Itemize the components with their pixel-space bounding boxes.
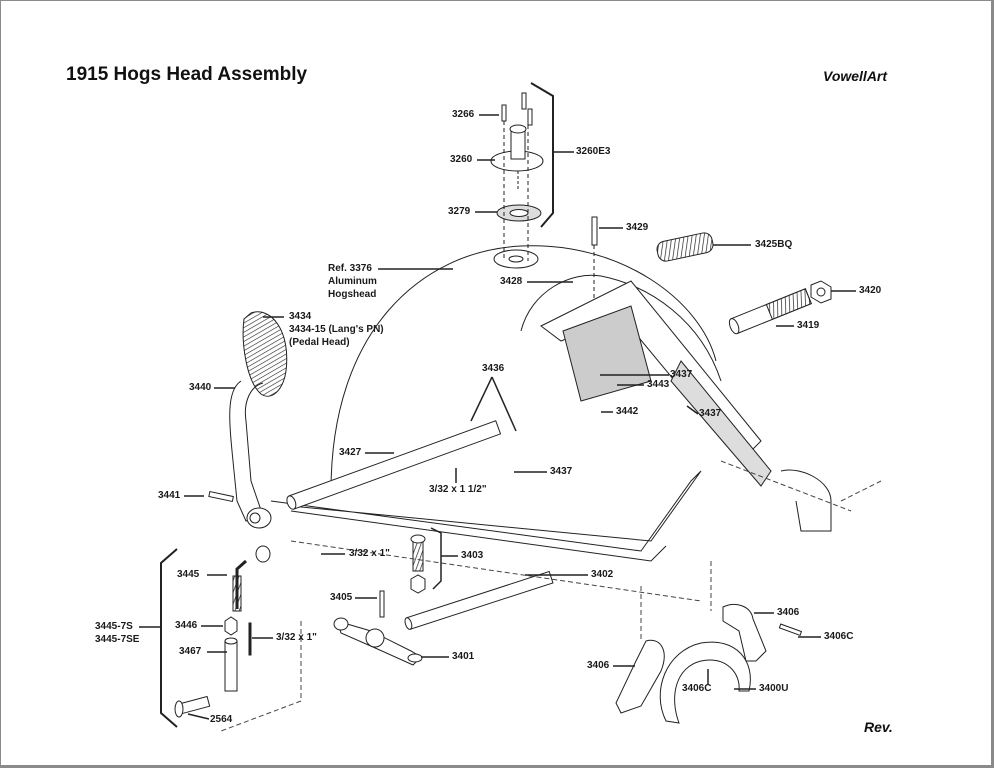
part-3446-nut bbox=[224, 616, 238, 636]
part-3405-pin bbox=[379, 590, 385, 618]
label-3441: 3441 bbox=[158, 490, 181, 501]
label-3446: 3446 bbox=[175, 620, 198, 631]
label-3429: 3429 bbox=[626, 222, 649, 233]
part-3403-bolt bbox=[412, 538, 424, 572]
part-3434-pedal-head bbox=[242, 311, 288, 397]
label-3445: 3445 bbox=[177, 569, 200, 580]
label-3400U: 3400U bbox=[759, 683, 789, 694]
label-3266: 3266 bbox=[452, 109, 475, 120]
label-3406-left: 3406 bbox=[587, 660, 610, 671]
label-3260: 3260 bbox=[450, 154, 473, 165]
part-3420-nut bbox=[810, 280, 832, 304]
part-3406C-pin bbox=[778, 623, 803, 637]
label-3406-right: 3406 bbox=[777, 607, 800, 618]
label-pedal-head: 3434 3434-15 (Lang's PN) (Pedal Head) bbox=[289, 310, 384, 349]
label-3420: 3420 bbox=[859, 285, 882, 296]
part-3402-shaft bbox=[404, 570, 554, 630]
label-3406C-right: 3406C bbox=[824, 631, 854, 642]
page-title: 1915 Hogs Head Assembly bbox=[66, 64, 308, 85]
label-3419: 3419 bbox=[797, 320, 820, 331]
label-hogshead-name: Hogshead bbox=[328, 289, 377, 300]
part-3429-pin bbox=[591, 216, 598, 246]
label-3434: 3434 bbox=[289, 311, 312, 322]
label-hogshead-material: Aluminum bbox=[328, 276, 377, 287]
label-3437-top: 3437 bbox=[670, 369, 693, 380]
label-3401: 3401 bbox=[452, 651, 475, 662]
label-3445-7SE: 3445-7SE bbox=[95, 634, 140, 645]
label-hogshead-ref: Ref. 3376 bbox=[328, 263, 372, 274]
label-3443: 3443 bbox=[647, 379, 670, 390]
label-3445-7S: 3445-7S bbox=[95, 621, 133, 632]
brand-label: VowellArt bbox=[823, 68, 888, 84]
label-pin-3-32x1-1-2: 3/32 x 1 1/2" bbox=[429, 484, 487, 495]
part-3467-clevis bbox=[224, 640, 238, 692]
hogshead-outline bbox=[330, 245, 717, 492]
label-3440: 3440 bbox=[189, 382, 212, 393]
label-3260E3: 3260E3 bbox=[576, 146, 611, 157]
part-3441-pin bbox=[208, 490, 234, 503]
housing-base bbox=[270, 470, 702, 552]
label-3437-right: 3437 bbox=[699, 408, 722, 419]
housing-yoke bbox=[780, 469, 832, 532]
label-3403: 3403 bbox=[461, 550, 484, 561]
label-3402: 3402 bbox=[591, 569, 614, 580]
label-3445-group: 3445-7S 3445-7SE bbox=[95, 620, 139, 646]
part-3440-pedal-arm bbox=[229, 380, 264, 522]
bracket-3260E3 bbox=[530, 82, 554, 228]
part-3266-screw bbox=[501, 104, 507, 122]
label-3427: 3427 bbox=[339, 447, 362, 458]
bracket-3445-group bbox=[160, 548, 178, 728]
part-3419-rod bbox=[728, 288, 812, 335]
part-3425BQ-spring bbox=[656, 232, 714, 262]
part-3406-fork-left bbox=[615, 639, 665, 714]
part-3406-fork-right bbox=[722, 604, 767, 662]
part-3427-shaft bbox=[286, 420, 502, 510]
cotter-pin bbox=[248, 622, 252, 656]
label-3405: 3405 bbox=[330, 592, 353, 603]
label-pin-3-32x1-upper: 3/32 x 1" bbox=[349, 548, 390, 559]
revision-label: Rev. bbox=[864, 719, 893, 735]
label-pin-3-32x1-lower: 3/32 x 1" bbox=[276, 632, 317, 643]
label-3442: 3442 bbox=[616, 406, 639, 417]
hogshead-inner bbox=[520, 274, 722, 382]
label-3425BQ: 3425BQ bbox=[755, 239, 793, 250]
label-3428: 3428 bbox=[500, 276, 523, 287]
label-3406C-center: 3406C bbox=[682, 683, 712, 694]
label-hogshead: Ref. 3376 Aluminum Hogshead bbox=[328, 262, 377, 301]
label-2564: 2564 bbox=[210, 714, 233, 725]
part-3400U-ring bbox=[659, 641, 751, 724]
label-3437-center: 3437 bbox=[550, 466, 573, 477]
label-pedal-head-desc: (Pedal Head) bbox=[289, 337, 350, 348]
hogshead-boss bbox=[493, 249, 539, 269]
label-3434-15: 3434-15 (Lang's PN) bbox=[289, 324, 384, 335]
label-3467: 3467 bbox=[179, 646, 202, 657]
label-3436: 3436 bbox=[482, 363, 505, 374]
part-3403-nut bbox=[410, 574, 426, 594]
label-3279: 3279 bbox=[448, 206, 471, 217]
